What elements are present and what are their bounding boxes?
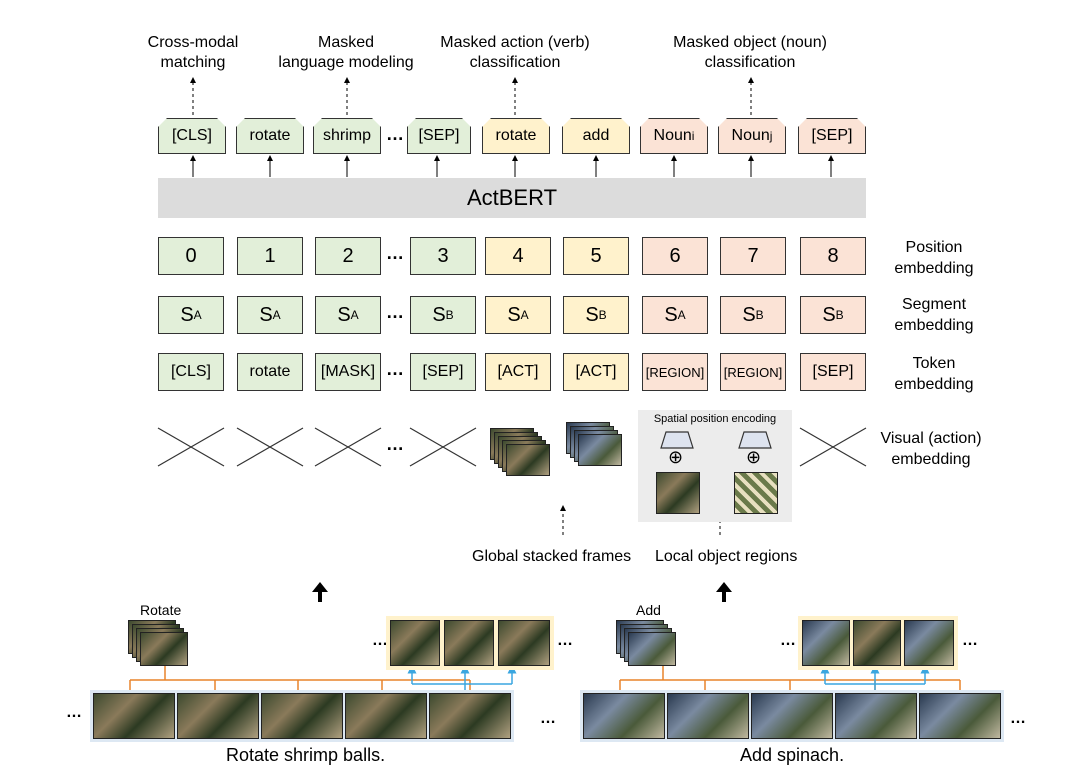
left-caption: Rotate shrimp balls.: [226, 745, 386, 765]
clip-frame: [751, 693, 833, 739]
token-act-1: [ACT]: [485, 353, 551, 391]
output-token-sep-2: [SEP]: [798, 118, 866, 154]
position-5: 5: [563, 237, 629, 275]
ellipsis: …: [66, 704, 82, 721]
clip-frame: [835, 693, 917, 739]
clip-frame: [919, 693, 1001, 739]
token-embedding-label: Token embedding: [894, 355, 974, 393]
ellipsis: …: [386, 434, 404, 454]
task-masked-action-classification: Masked action (verb) classification: [440, 34, 590, 71]
position-3: 3: [410, 237, 476, 275]
task-masked-object-classification: Masked object (noun) classification: [673, 34, 827, 71]
oplus-icon: ⊕: [668, 447, 684, 467]
position-8: 8: [800, 237, 866, 275]
local-object-region-2: [734, 472, 778, 514]
position-2: 2: [315, 237, 381, 275]
trapezoid-icon: [660, 431, 694, 449]
clip-frame: [667, 693, 749, 739]
oplus-icon: ⊕: [746, 447, 762, 467]
token-cls: [CLS]: [158, 353, 224, 391]
local-object-region-1: [656, 472, 700, 514]
token-rotate: rotate: [237, 353, 303, 391]
ellipsis: …: [386, 243, 404, 263]
object-frame: [498, 620, 550, 666]
ellipsis: …: [1010, 710, 1026, 727]
clip-frame: [583, 693, 665, 739]
clip-frame: [261, 693, 343, 739]
position-0: 0: [158, 237, 224, 275]
clip-frame: [177, 693, 259, 739]
position-6: 6: [642, 237, 708, 275]
ellipsis: …: [557, 632, 573, 649]
object-frame: [802, 620, 850, 666]
position-1: 1: [237, 237, 303, 275]
token-act-2: [ACT]: [563, 353, 629, 391]
actbert-model-bar: ActBERT: [158, 178, 866, 218]
clip-frame: [93, 693, 175, 739]
position-4: 4: [485, 237, 551, 275]
position-7: 7: [720, 237, 786, 275]
task-masked-language-modeling: Masked language modeling: [278, 34, 414, 71]
global-stacked-frames-label: Global stacked frames: [472, 548, 632, 565]
output-token-add: add: [562, 118, 630, 154]
left-action-label: Rotate: [140, 602, 182, 618]
local-object-regions-label: Local object regions: [655, 548, 798, 565]
object-frame: [444, 620, 494, 666]
position-embedding-label: Position embedding: [894, 239, 974, 277]
object-frame: [904, 620, 954, 666]
output-token-sep: [SEP]: [407, 118, 471, 154]
visual-embedding-label: Visual (action) embedding: [880, 430, 982, 468]
object-frame: [390, 620, 440, 666]
token-sep: [SEP]: [410, 353, 476, 391]
task-cross-modal-matching: Cross-modal matching: [147, 34, 239, 71]
token-sep-2: [SEP]: [800, 353, 866, 391]
ellipsis: …: [386, 359, 404, 379]
ellipsis: …: [780, 632, 796, 649]
clip-frame: [429, 693, 511, 739]
spatial-encoding-label: Spatial position encoding: [653, 413, 777, 425]
ellipsis: …: [962, 632, 978, 649]
output-token-cls: [CLS]: [158, 118, 226, 154]
trapezoid-icon: [738, 431, 772, 449]
ellipsis: …: [386, 302, 404, 322]
token-region-2: [REGION]: [720, 353, 786, 391]
ellipsis: …: [540, 710, 556, 727]
ellipsis: …: [372, 632, 388, 649]
output-token-rotate: rotate: [236, 118, 304, 154]
right-caption: Add spinach.: [740, 745, 845, 765]
ellipsis: …: [386, 124, 404, 144]
token-mask: [MASK]: [315, 353, 381, 391]
token-region-1: [REGION]: [642, 353, 708, 391]
object-frame: [853, 620, 901, 666]
clip-frame: [345, 693, 427, 739]
output-token-rotate-action: rotate: [482, 118, 550, 154]
right-action-label: Add: [636, 602, 661, 618]
segment-embedding-label: Segment embedding: [894, 296, 974, 334]
output-token-shrimp: shrimp: [313, 118, 381, 154]
